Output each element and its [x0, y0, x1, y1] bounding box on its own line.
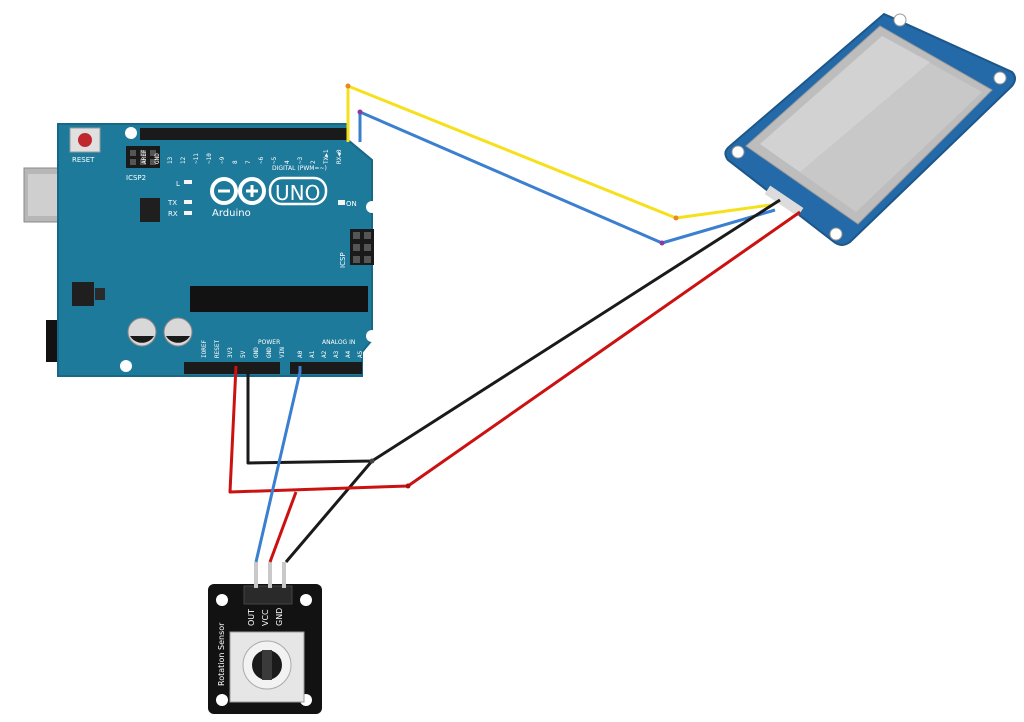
icsp-label: ICSP [339, 252, 347, 268]
icsp2-header [126, 146, 160, 168]
sensor-pin-vcc: VCC [261, 609, 270, 626]
digital-pin-label-2: 13 [167, 156, 174, 164]
digital-pin-label-8: 7 [245, 160, 252, 164]
power-pin-labels: IOREF RESET 3V3 5V GND GND VIN [201, 340, 286, 358]
power-pin-label-3: 5V [240, 350, 247, 358]
wire-blue-a0 [254, 366, 302, 563]
led-tx-label: TX [167, 199, 177, 207]
led-l-label: L [176, 180, 180, 188]
display-connector [764, 185, 804, 217]
digital-pin-label-10: ~5 [271, 156, 278, 164]
power-pin-label-2: 3V3 [227, 347, 234, 358]
analog-pin-labels: A0 A1 A2 A3 A4 A5 [297, 350, 364, 358]
analog-label: ANALOG IN [322, 339, 355, 346]
power-label: POWER [258, 339, 280, 346]
analog-pin-label-3: A3 [333, 350, 340, 358]
analog-pin-label-2: A2 [321, 350, 328, 358]
led-rx-label: RX [168, 210, 178, 218]
usb-chip [140, 198, 160, 222]
power-pin-label-5: GND [266, 347, 273, 358]
model-label: UNO [275, 181, 320, 205]
on-label: ON [346, 200, 357, 208]
wire-blue-rx [358, 110, 776, 245]
power-pin-label-4: GND [253, 347, 260, 358]
wire-black-sensor [284, 460, 374, 563]
digital-pin-label-11: 4 [284, 160, 291, 164]
digital-pin-label-3: 12 [180, 156, 187, 164]
digital-header [140, 128, 348, 140]
analog-pin-label-0: A0 [297, 350, 304, 358]
arduino-uno-board: RESET ICSP2 L TX RX ON UNO Ard [23, 123, 378, 377]
sensor-name: Rotation Sensor [217, 622, 226, 686]
digital-pin-label-13: 2 [310, 160, 317, 164]
digital-pin-label-9: ~6 [258, 156, 265, 164]
digital-pin-label-1: GND [154, 153, 161, 164]
tft-display-module [724, 12, 1016, 246]
power-pin-label-1: RESET [214, 340, 221, 358]
digital-pin-label-6: ~9 [219, 156, 226, 164]
analog-pin-label-5: A5 [357, 350, 364, 358]
power-header [184, 362, 280, 374]
sensor-pin-gnd: GND [275, 608, 284, 626]
power-pin-label-6: VIN [279, 347, 286, 358]
power-pin-label-0: IOREF [201, 340, 208, 358]
digital-pin-label-0: AREF [141, 149, 148, 164]
wire-yellow-tx [346, 84, 771, 220]
atmega-chip [190, 286, 368, 312]
analog-pin-label-1: A1 [309, 350, 316, 358]
digital-pin-label-12: ~3 [297, 156, 304, 164]
capacitors [127, 317, 193, 347]
wires [228, 83, 801, 563]
brand-label: Arduino [212, 208, 251, 219]
sensor-pin-out: OUT [247, 609, 256, 626]
digital-pin-label-5: ~10 [206, 153, 213, 164]
digital-pin-label-7: 8 [232, 160, 239, 164]
digital-pin-label-15: RX◀0 [336, 149, 343, 164]
wire-red-5v [228, 210, 801, 494]
reset-label: RESET [72, 156, 95, 164]
icsp-header [350, 229, 374, 265]
digital-pin-labels: AREF GND 13 12 ~11 ~10 ~9 8 7 ~6 ~5 4 ~3 2 TX▶1 RX◀0 [141, 149, 343, 164]
digital-label: DIGITAL (PWM=~) [272, 165, 327, 172]
sensor-header [243, 585, 293, 605]
analog-header [290, 362, 362, 374]
icsp2-label: ICSP2 [126, 174, 146, 182]
uno-badge [268, 176, 328, 206]
rotation-sensor-module: Rotation Sensor OUT VCC GND [208, 562, 322, 714]
display-screen [760, 36, 982, 212]
arduino-logo [210, 176, 328, 206]
digital-pin-label-14: TX▶1 [323, 149, 330, 164]
potentiometer-knob [229, 631, 305, 703]
digital-pin-label-4: ~11 [193, 153, 200, 164]
wire-red-sensor [268, 491, 298, 563]
wire-black-gnd [246, 198, 781, 465]
analog-pin-label-4: A4 [345, 350, 352, 358]
